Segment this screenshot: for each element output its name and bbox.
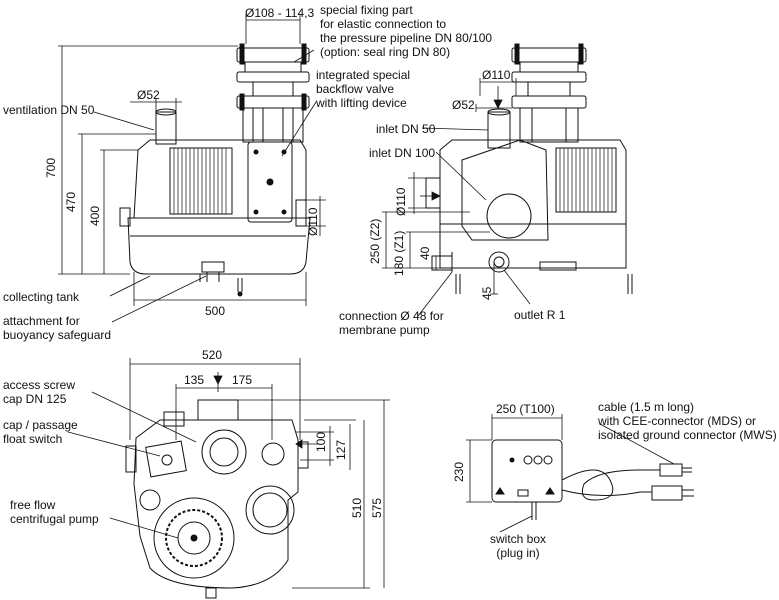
label-membrane: connection Ø 48 for membrane pump [339,309,444,337]
switch-dim-230: 230 [452,461,466,482]
label-access-screw: access screw cap DN 125 [3,378,76,406]
top-dim-175: 175 [232,373,253,387]
side-dim-d52: Ø52 [452,98,475,112]
front-dim-top: Ø108 - 114,3 [245,6,315,20]
front-dim-500: 500 [205,304,226,318]
side-dim-40: 40 [418,246,432,260]
top-dim-100: 100 [314,431,328,452]
front-view-unit [120,44,310,296]
label-buoyancy: attachment for buoyancy safeguard [3,314,112,342]
side-dim-d110-top: Ø110 [482,68,511,82]
front-dim-d52: Ø52 [137,88,160,102]
side-view-unit [426,44,632,294]
top-dim-575: 575 [370,497,384,518]
front-dim-470: 470 [64,191,78,212]
side-dim-45: 45 [480,286,494,300]
top-dim-510: 510 [350,497,364,518]
top-view-dimensions [68,358,390,588]
label-cable: cable (1.5 m long) with CEE-connector (M… [598,400,777,442]
top-dim-135: 135 [184,373,205,387]
top-view-unit [126,400,308,598]
label-switch-box: switch box (plug in) [490,532,547,560]
label-backflow-valve: integrated special backflow valve with l… [316,68,411,110]
label-cap-passage: cap / passage float switch [3,418,78,446]
side-dim-250: 250 (Z2) [368,218,382,264]
label-outlet: outlet R 1 [514,308,566,322]
switch-dim-250: 250 (T100) [496,402,555,416]
label-inlet-100: inlet DN 100 [369,146,436,160]
side-dim-d110: Ø110 [394,187,408,216]
label-free-flow: free flow centrifugal pump [10,498,99,526]
top-dim-520: 520 [202,348,223,362]
front-view-dimensions [58,14,326,322]
front-dim-700: 700 [44,157,58,178]
side-view-dimensions [382,78,530,316]
switch-box-dimensions [466,414,674,532]
label-ventilation: ventilation DN 50 [3,103,95,117]
side-dim-180: 180 (Z1) [392,230,406,276]
label-collecting-tank: collecting tank [3,290,80,304]
switch-box-unit [492,440,694,520]
label-fixing-part: special fixing part for elastic connecti… [320,3,493,59]
top-dim-127: 127 [334,439,348,460]
front-dim-d110: Ø110 [306,207,320,236]
front-dim-400: 400 [88,205,102,226]
label-inlet-50: inlet DN 50 [376,122,436,136]
